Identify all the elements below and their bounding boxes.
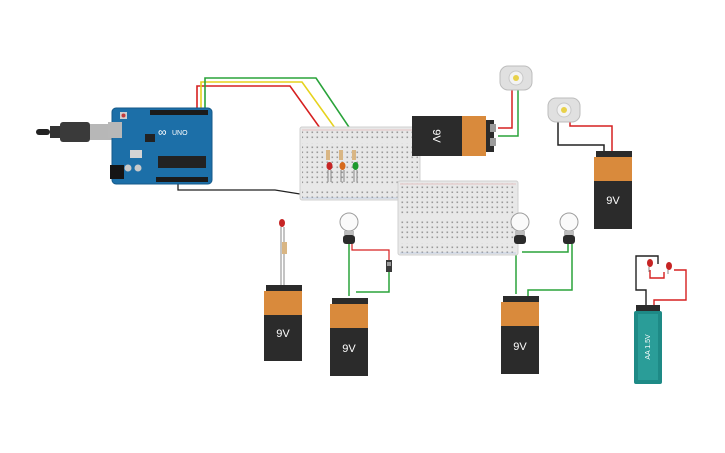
- battery-aa[interactable]: AA 1.5V: [634, 305, 662, 384]
- wire-red-aa[interactable]: [653, 269, 687, 306]
- battery-aa-label: AA 1.5V: [645, 334, 652, 360]
- wire-green-switch[interactable]: [356, 270, 390, 293]
- battery-9v-horizontal-label: 9V: [430, 129, 442, 143]
- battery-9v-horizontal[interactable]: 9V: [412, 116, 496, 156]
- led-pair-aa[interactable]: [647, 259, 672, 274]
- wire-black-motor-b[interactable]: [557, 120, 605, 152]
- battery-9v-motor-label: 9V: [606, 195, 620, 207]
- breadboard-large[interactable]: [397, 180, 519, 256]
- light-bulb-2[interactable]: [510, 212, 530, 244]
- resistor-breadboard[interactable]: [326, 150, 356, 160]
- battery-9v-bulb[interactable]: 9V: [330, 298, 368, 376]
- wire-green-motor-a[interactable]: [498, 90, 519, 137]
- led-orange-breadboard[interactable]: [339, 162, 346, 182]
- battery-9v-led[interactable]: 9V: [264, 285, 302, 361]
- battery-9v-two-bulbs[interactable]: 9V: [501, 296, 539, 374]
- battery-9v-led-label: 9V: [276, 328, 290, 340]
- battery-9v-bulb-label: 9V: [342, 343, 356, 355]
- battery-9v-motor[interactable]: 9V: [594, 151, 632, 229]
- wire-red-motor-b[interactable]: [569, 120, 613, 152]
- battery-9v-two-bulbs-label: 9V: [513, 341, 527, 353]
- arduino-logo: ∞: [158, 125, 167, 139]
- wire-green-bulbs-right[interactable]: [527, 244, 573, 296]
- arduino-uno[interactable]: ∞ UNO: [108, 107, 213, 185]
- light-bulb-3[interactable]: [559, 212, 579, 244]
- wire-black-aa[interactable]: [635, 255, 659, 306]
- led-red-standalone[interactable]: [279, 219, 287, 285]
- dc-motor-b[interactable]: [547, 97, 581, 123]
- wire-yellow-arduino-to-led[interactable]: [200, 81, 346, 143]
- wire-green-arduino-to-led[interactable]: [204, 77, 360, 143]
- wire-green-bulbs-top[interactable]: [522, 244, 569, 253]
- slide-switch[interactable]: [386, 260, 392, 272]
- light-bulb-1[interactable]: [339, 212, 359, 244]
- wire-red-aa-led[interactable]: [649, 270, 665, 279]
- led-green-breadboard[interactable]: [352, 162, 359, 182]
- usb-cable[interactable]: [36, 122, 112, 142]
- arduino-model-label: UNO: [172, 130, 188, 137]
- wire-red-arduino-to-led[interactable]: [196, 85, 331, 143]
- breadboard-small[interactable]: [299, 126, 421, 201]
- dc-motor-a[interactable]: [499, 65, 533, 91]
- led-red-breadboard[interactable]: [326, 162, 333, 182]
- wire-red-motor-a[interactable]: [498, 90, 513, 129]
- wire-red-switch[interactable]: [351, 244, 390, 262]
